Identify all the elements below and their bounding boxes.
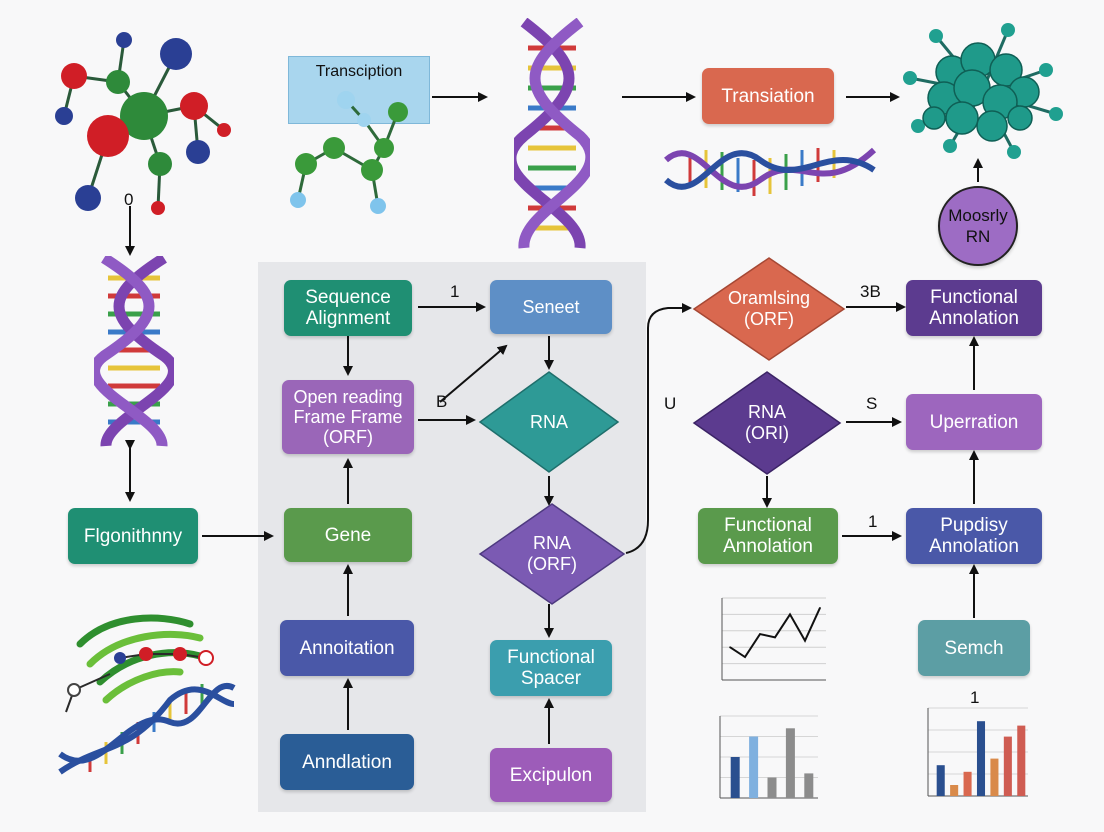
step-label-1a: 1 <box>450 282 460 301</box>
functional-spacer-node[interactable]: Functional Spacer <box>490 640 612 696</box>
line-chart-point <box>804 639 806 642</box>
dna-strand-icon <box>664 147 877 196</box>
annoitation-node[interactable]: Annoitation <box>280 620 414 676</box>
pupdisy-annolation-node[interactable]: Pupdisy Annolation <box>906 508 1042 564</box>
bar-chart-right-bar <box>1003 736 1012 796</box>
seneet-node[interactable]: Seneet <box>490 280 612 334</box>
step-label-1b: 1 <box>868 512 878 531</box>
translation-node[interactable]: Transiation <box>702 68 834 124</box>
bar-chart-right-bar <box>963 771 972 796</box>
bar-chart-right-bar <box>950 785 959 796</box>
peptide-chain-icon <box>290 91 408 214</box>
bar-chart-left-bar <box>730 757 740 798</box>
anndlation-node[interactable]: Anndlation <box>280 734 414 790</box>
orf-node[interactable]: Open reading Frame Frame (ORF) <box>282 380 414 454</box>
rna-diamond-node[interactable]: RNA <box>478 370 620 474</box>
protein-cluster-icon <box>903 23 1063 159</box>
excipulon-node[interactable]: Excipulon <box>490 748 612 802</box>
step-label-0: 0 <box>124 190 134 209</box>
semch-node[interactable]: Semch <box>918 620 1030 676</box>
rna-orf-diamond-node[interactable]: RNA (ORF) <box>478 502 626 606</box>
bar-chart-left <box>719 715 818 799</box>
step-label-s: S <box>866 394 878 413</box>
sequence-alignment-node[interactable]: Sequence Alignment <box>284 280 412 336</box>
flgonithnny-node[interactable]: Flgonithnny <box>68 508 198 564</box>
line-chart-point <box>759 633 761 635</box>
bar-chart-right-bar <box>936 765 945 796</box>
oramising-orf-diamond-node[interactable]: Oramlsing (ORF) <box>692 256 846 362</box>
gene-node[interactable]: Gene <box>284 508 412 562</box>
step-label-b: B <box>436 392 448 411</box>
line-chart <box>721 597 826 681</box>
line-chart-point <box>729 646 731 648</box>
arrow-rnaorf-to-oramising <box>625 303 692 554</box>
line-chart-point <box>819 607 821 609</box>
step-label-u: U <box>664 394 677 413</box>
line-chart-point <box>789 613 791 616</box>
dna-helix-left-icon <box>94 256 174 447</box>
bar-chart-right <box>927 707 1028 797</box>
rna-ori-diamond-node[interactable]: RNA (ORI) <box>692 370 842 476</box>
bar-chart-right-bar <box>990 758 999 796</box>
arrow-orf-to-seneet <box>439 344 508 403</box>
bar-chart-left-bar <box>767 777 777 798</box>
uperration-node[interactable]: Uperration <box>906 394 1042 450</box>
rna-fragments-icon <box>58 614 236 775</box>
step-label-3b: 3B <box>860 282 881 301</box>
bar-chart-right-bar <box>976 721 986 796</box>
functional-annolation-top-node[interactable]: Functional Annolation <box>906 280 1042 336</box>
right-chart-label: 1 <box>970 688 980 707</box>
bar-chart-left-bar <box>749 736 759 798</box>
transcription-label: Transciption <box>315 63 403 80</box>
bar-chart-left-bar <box>804 773 814 798</box>
line-chart-series <box>729 607 821 659</box>
line-chart-point <box>744 656 746 658</box>
bar-chart-left-bar <box>785 728 795 798</box>
protein-circle-node[interactable]: Moosrly RN <box>938 186 1018 266</box>
bar-chart-right-bar <box>1017 725 1026 796</box>
molecule-icon <box>55 32 231 215</box>
functional-annolation-mid-node[interactable]: Functional Annolation <box>698 508 838 564</box>
line-chart-point <box>774 636 776 639</box>
dna-helix-icon <box>514 18 590 249</box>
